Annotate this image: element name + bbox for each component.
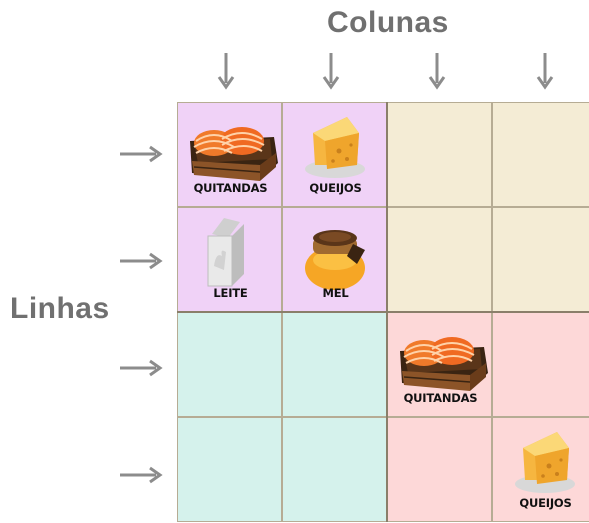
cheese-icon (515, 432, 575, 493)
honey-jar-icon (305, 230, 365, 290)
item-label: QUEIJOS (309, 181, 362, 195)
column-arrow-icon (428, 53, 446, 90)
grid-cell (282, 417, 387, 522)
grid-cell: MEL (282, 207, 387, 312)
grid-cell: QUITANDAS (387, 312, 492, 417)
produce-crate-icon (400, 337, 488, 391)
row-arrow-icon (120, 145, 163, 163)
item-label: LEITE (213, 286, 248, 300)
grid-cell: LEITE (177, 207, 282, 312)
item-label: QUITANDAS (403, 391, 478, 405)
grid-cell (282, 312, 387, 417)
row-arrow-icon (120, 359, 163, 377)
grid-cell (177, 417, 282, 522)
cheese-icon (305, 117, 365, 178)
grid-cell (177, 312, 282, 417)
grid-cell (492, 312, 589, 417)
columns-title: Colunas (327, 6, 449, 39)
rows-title: Linhas (10, 292, 110, 325)
column-arrow-icon (536, 53, 554, 90)
item-label: QUITANDAS (193, 181, 268, 195)
matrix-grid: QUITANDAS QUEIJOS LEITE MEL QUITANDAS (177, 102, 589, 522)
row-arrow-icon (120, 466, 163, 484)
grid-cell: QUITANDAS (177, 102, 282, 207)
item-label: QUEIJOS (519, 496, 572, 510)
column-arrow-icon (217, 53, 235, 90)
block-divider (177, 311, 589, 313)
grid-cell (387, 207, 492, 312)
grid-cell (387, 102, 492, 207)
grid-cell (492, 102, 589, 207)
grid-cell: QUEIJOS (492, 417, 589, 522)
milk-carton-icon (207, 218, 244, 287)
grid-cell (387, 417, 492, 522)
grid-cell (492, 207, 589, 312)
row-arrow-icon (120, 252, 163, 270)
grid-cell: QUEIJOS (282, 102, 387, 207)
item-label: MEL (322, 286, 349, 300)
produce-crate-icon (190, 127, 278, 181)
column-arrow-icon (322, 53, 340, 90)
